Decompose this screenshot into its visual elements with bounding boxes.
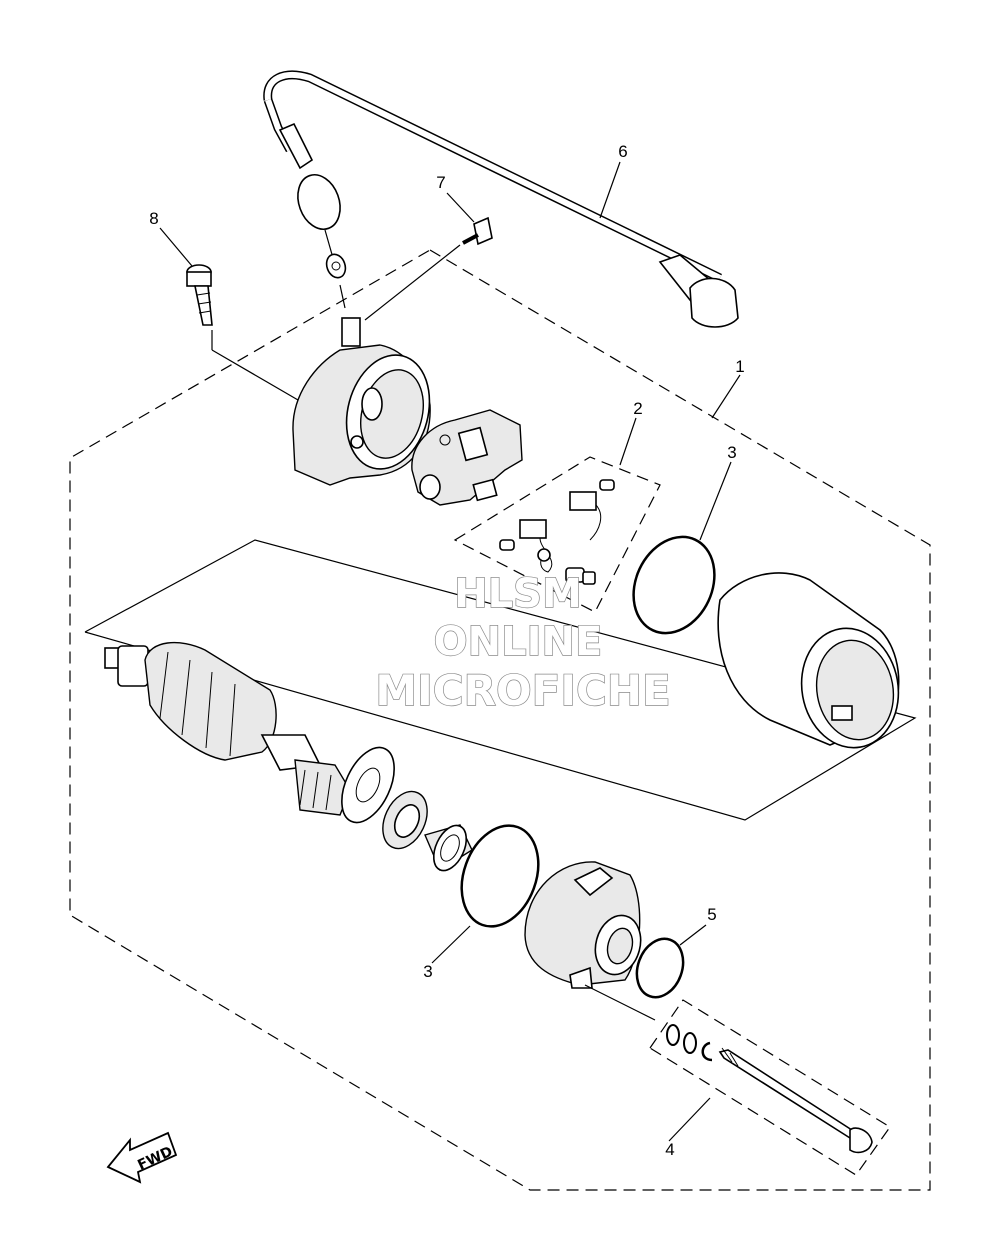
watermark-line-1: HLSM bbox=[454, 571, 582, 617]
armature-group-outline bbox=[84, 539, 917, 821]
callout-6: 6 bbox=[618, 142, 627, 161]
front-cover bbox=[524, 861, 642, 989]
o-ring-upper bbox=[632, 535, 716, 635]
brush-set-parts bbox=[499, 479, 615, 585]
callout-3-upper: 3 bbox=[727, 443, 736, 462]
assembly-1-boundary bbox=[69, 249, 931, 1191]
callout-1: 1 bbox=[735, 357, 744, 376]
rear-cover bbox=[292, 317, 431, 486]
armature bbox=[104, 641, 351, 816]
bolt-set-boundary bbox=[649, 999, 891, 1176]
bolt-set-parts bbox=[666, 1024, 873, 1154]
needle-bearing bbox=[424, 824, 473, 872]
callout-4: 4 bbox=[665, 1140, 674, 1159]
lead-wire bbox=[263, 70, 739, 328]
fwd-arrow-icon: FWD bbox=[106, 1131, 178, 1184]
bolt-8 bbox=[186, 264, 213, 326]
o-ring-5 bbox=[635, 937, 685, 999]
callout-3-lower: 3 bbox=[423, 962, 432, 981]
brush-plate bbox=[411, 409, 523, 506]
washer bbox=[341, 746, 395, 824]
watermark-line-2: ONLINE bbox=[434, 619, 603, 665]
brush-set-boundary bbox=[453, 456, 661, 613]
callout-2: 2 bbox=[633, 399, 642, 418]
callout-8: 8 bbox=[149, 209, 158, 228]
watermark-line-3: MICROFICHE bbox=[375, 666, 670, 715]
callout-5: 5 bbox=[707, 905, 716, 924]
o-ring-lower bbox=[460, 824, 540, 928]
callout-7: 7 bbox=[436, 173, 445, 192]
yoke bbox=[717, 572, 900, 749]
bolt-7 bbox=[462, 216, 493, 246]
